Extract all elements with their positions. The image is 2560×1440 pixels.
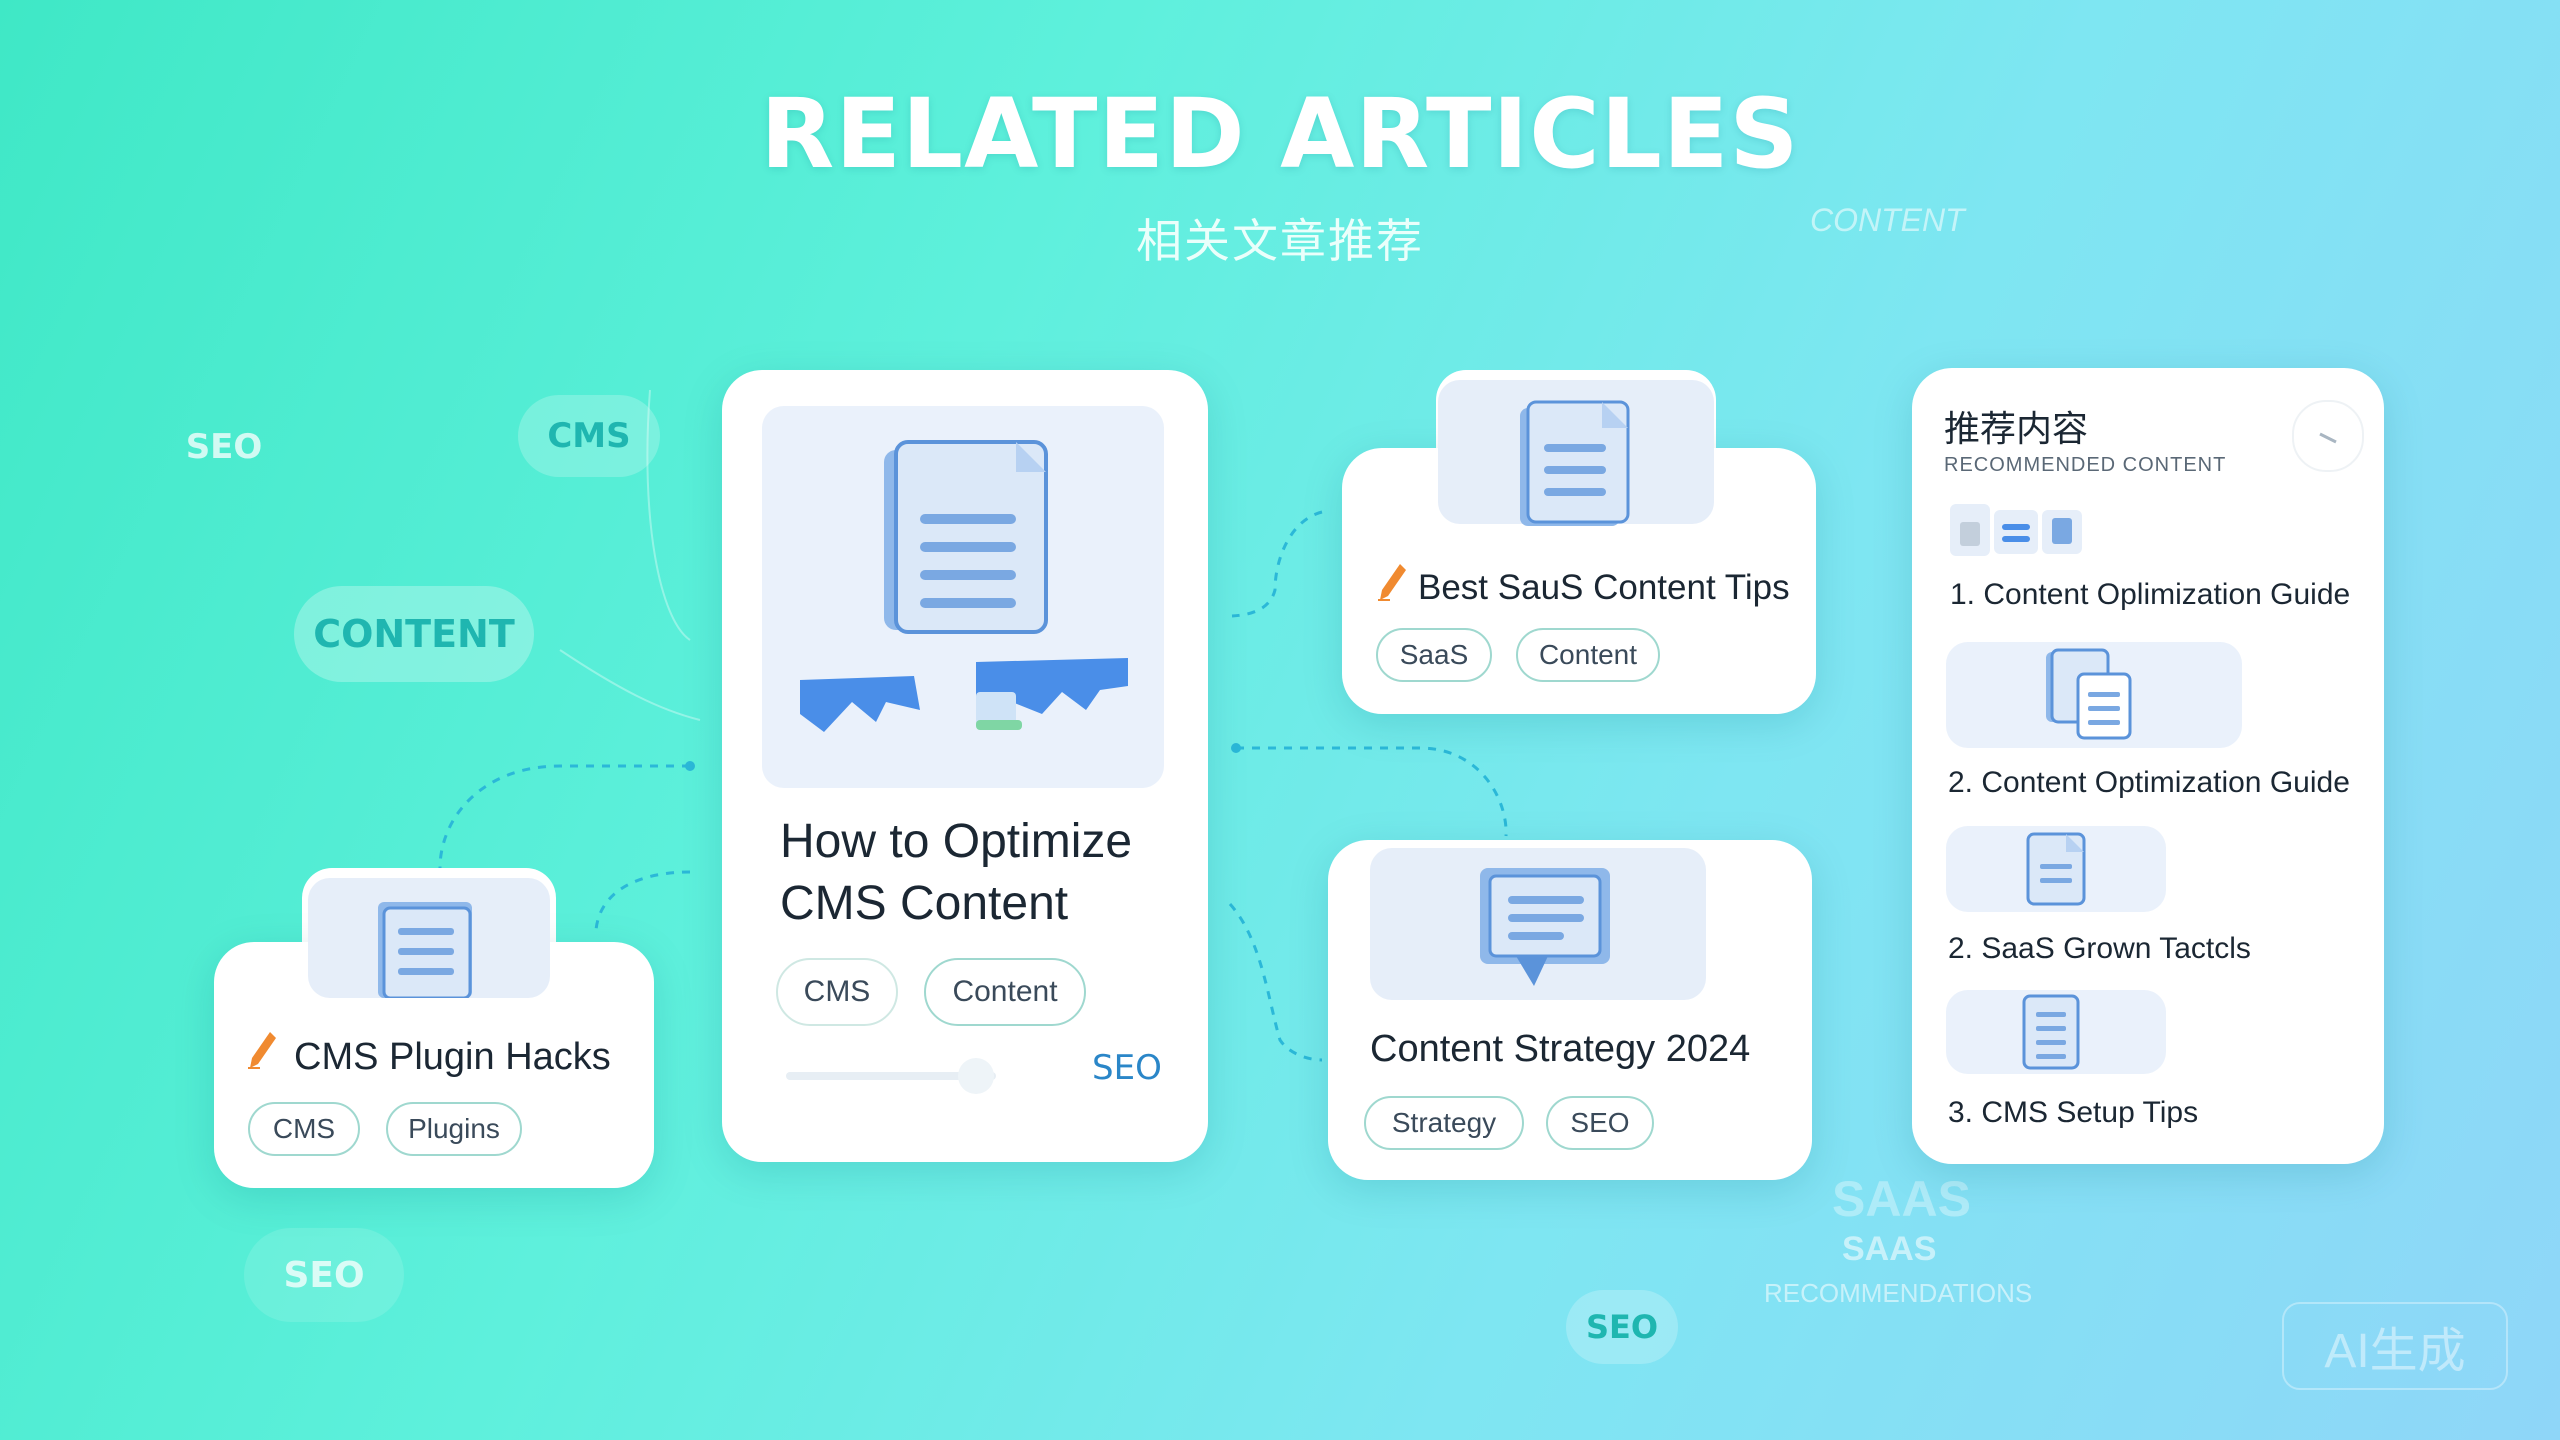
recommended-item-2[interactable]: 2. Content Optimization Guide bbox=[1948, 766, 2350, 799]
document-stack-icon bbox=[800, 440, 1128, 732]
document-chat-icon bbox=[1480, 868, 1610, 986]
bubble-seo-bottom-left: SEO bbox=[244, 1228, 404, 1322]
bubble-content: CONTENT bbox=[294, 586, 534, 682]
bg-word-content: CONTENT bbox=[1810, 202, 1965, 238]
reading-progress-track[interactable] bbox=[786, 1072, 996, 1080]
page-subtitle: 相关文章推荐 bbox=[1136, 215, 1424, 267]
mini-doc-icons bbox=[1950, 504, 2082, 556]
bg-word-saas-small: SAAS bbox=[1842, 1230, 1937, 1268]
saas-tips-title[interactable]: Best SauS Content Tips bbox=[1418, 568, 1790, 607]
strategy-title[interactable]: Content Strategy 2024 bbox=[1370, 1028, 1751, 1070]
bg-word-recommendations: RECOMMENDATIONS bbox=[1764, 1278, 2033, 1308]
reading-progress-knob[interactable] bbox=[958, 1058, 994, 1094]
saas-tips-tag-content[interactable]: Content bbox=[1516, 628, 1660, 682]
bg-word-saas-big: SAAS bbox=[1832, 1171, 1971, 1227]
plugin-hacks-title[interactable]: CMS Plugin Hacks bbox=[294, 1036, 611, 1078]
main-article-tag-content[interactable]: Content bbox=[924, 958, 1086, 1026]
main-article-title-line2[interactable]: CMS Content bbox=[780, 877, 1069, 930]
ai-generated-badge: AI生成 bbox=[2282, 1302, 2508, 1390]
close-icon bbox=[2319, 432, 2337, 444]
document-icon bbox=[378, 902, 472, 998]
saas-tips-tag-saas[interactable]: SaaS bbox=[1376, 628, 1492, 682]
main-article-title-line1[interactable]: How to Optimize bbox=[780, 815, 1133, 868]
bubble-seo-bottom-center: SEO bbox=[1566, 1290, 1678, 1364]
pen-icon bbox=[248, 1032, 276, 1069]
recommended-panel-title: 推荐内容 bbox=[1944, 408, 2089, 449]
document-icon bbox=[2026, 832, 2086, 906]
main-article-seo-label: SEO bbox=[1092, 1048, 1162, 1088]
recommended-panel-subtitle: RECOMMENDED CONTENT bbox=[1944, 454, 2227, 476]
strategy-tag-strategy[interactable]: Strategy bbox=[1364, 1096, 1524, 1150]
page-title: RELATED ARTICLES bbox=[760, 78, 1800, 190]
main-article-tag-cms[interactable]: CMS bbox=[776, 958, 898, 1026]
recommended-item-4[interactable]: 3. CMS Setup Tips bbox=[1948, 1096, 2199, 1129]
recommended-item-1[interactable]: 1. Content Oplimization Guide bbox=[1950, 578, 2351, 611]
plugin-hacks-tag-cms[interactable]: CMS bbox=[248, 1102, 360, 1156]
recommended-item-3[interactable]: 2. SaaS Grown Tactcls bbox=[1948, 932, 2251, 965]
pen-icon bbox=[1378, 564, 1406, 601]
bubble-seo-left: SEO bbox=[185, 427, 263, 467]
bubble-cms: CMS bbox=[518, 395, 660, 477]
document-icon bbox=[1520, 400, 1630, 526]
collapse-button[interactable] bbox=[2292, 400, 2364, 472]
plugin-hacks-tag-plugins[interactable]: Plugins bbox=[386, 1102, 522, 1156]
document-stack-icon bbox=[2046, 648, 2132, 740]
document-icon bbox=[2022, 994, 2080, 1070]
strategy-tag-seo[interactable]: SEO bbox=[1546, 1096, 1654, 1150]
